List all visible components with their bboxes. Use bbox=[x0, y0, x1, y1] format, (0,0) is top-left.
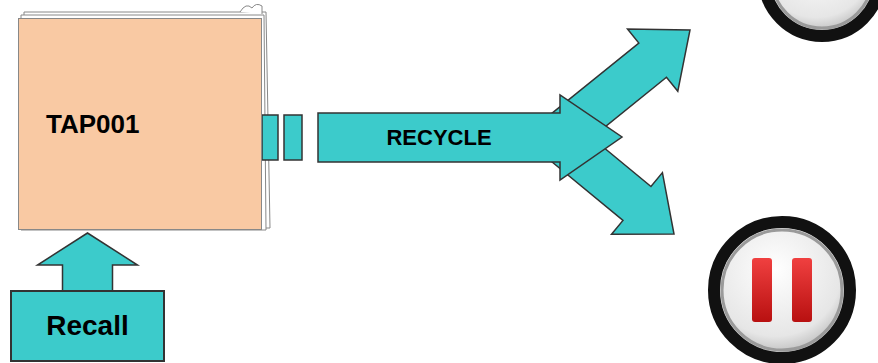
button-icon bbox=[764, 0, 878, 36]
pause-button bbox=[714, 222, 850, 358]
page-curl bbox=[240, 4, 262, 14]
node-label: RECYCLE bbox=[386, 125, 491, 151]
pause-bar bbox=[792, 258, 812, 322]
block-arrow bbox=[38, 233, 138, 291]
tape-volume: TAP001 bbox=[18, 18, 262, 230]
recycle-label-box: RECYCLE bbox=[318, 113, 560, 162]
stripe bbox=[284, 115, 302, 160]
button-ring bbox=[772, 0, 872, 28]
button-ring bbox=[722, 230, 842, 350]
stripe bbox=[262, 115, 278, 160]
recycle-arrow bbox=[318, 95, 622, 180]
recall-box: Recall bbox=[10, 290, 165, 362]
node-label: Recall bbox=[46, 310, 129, 342]
pause-bar bbox=[752, 258, 772, 322]
node-label: TAP001 bbox=[46, 109, 139, 140]
